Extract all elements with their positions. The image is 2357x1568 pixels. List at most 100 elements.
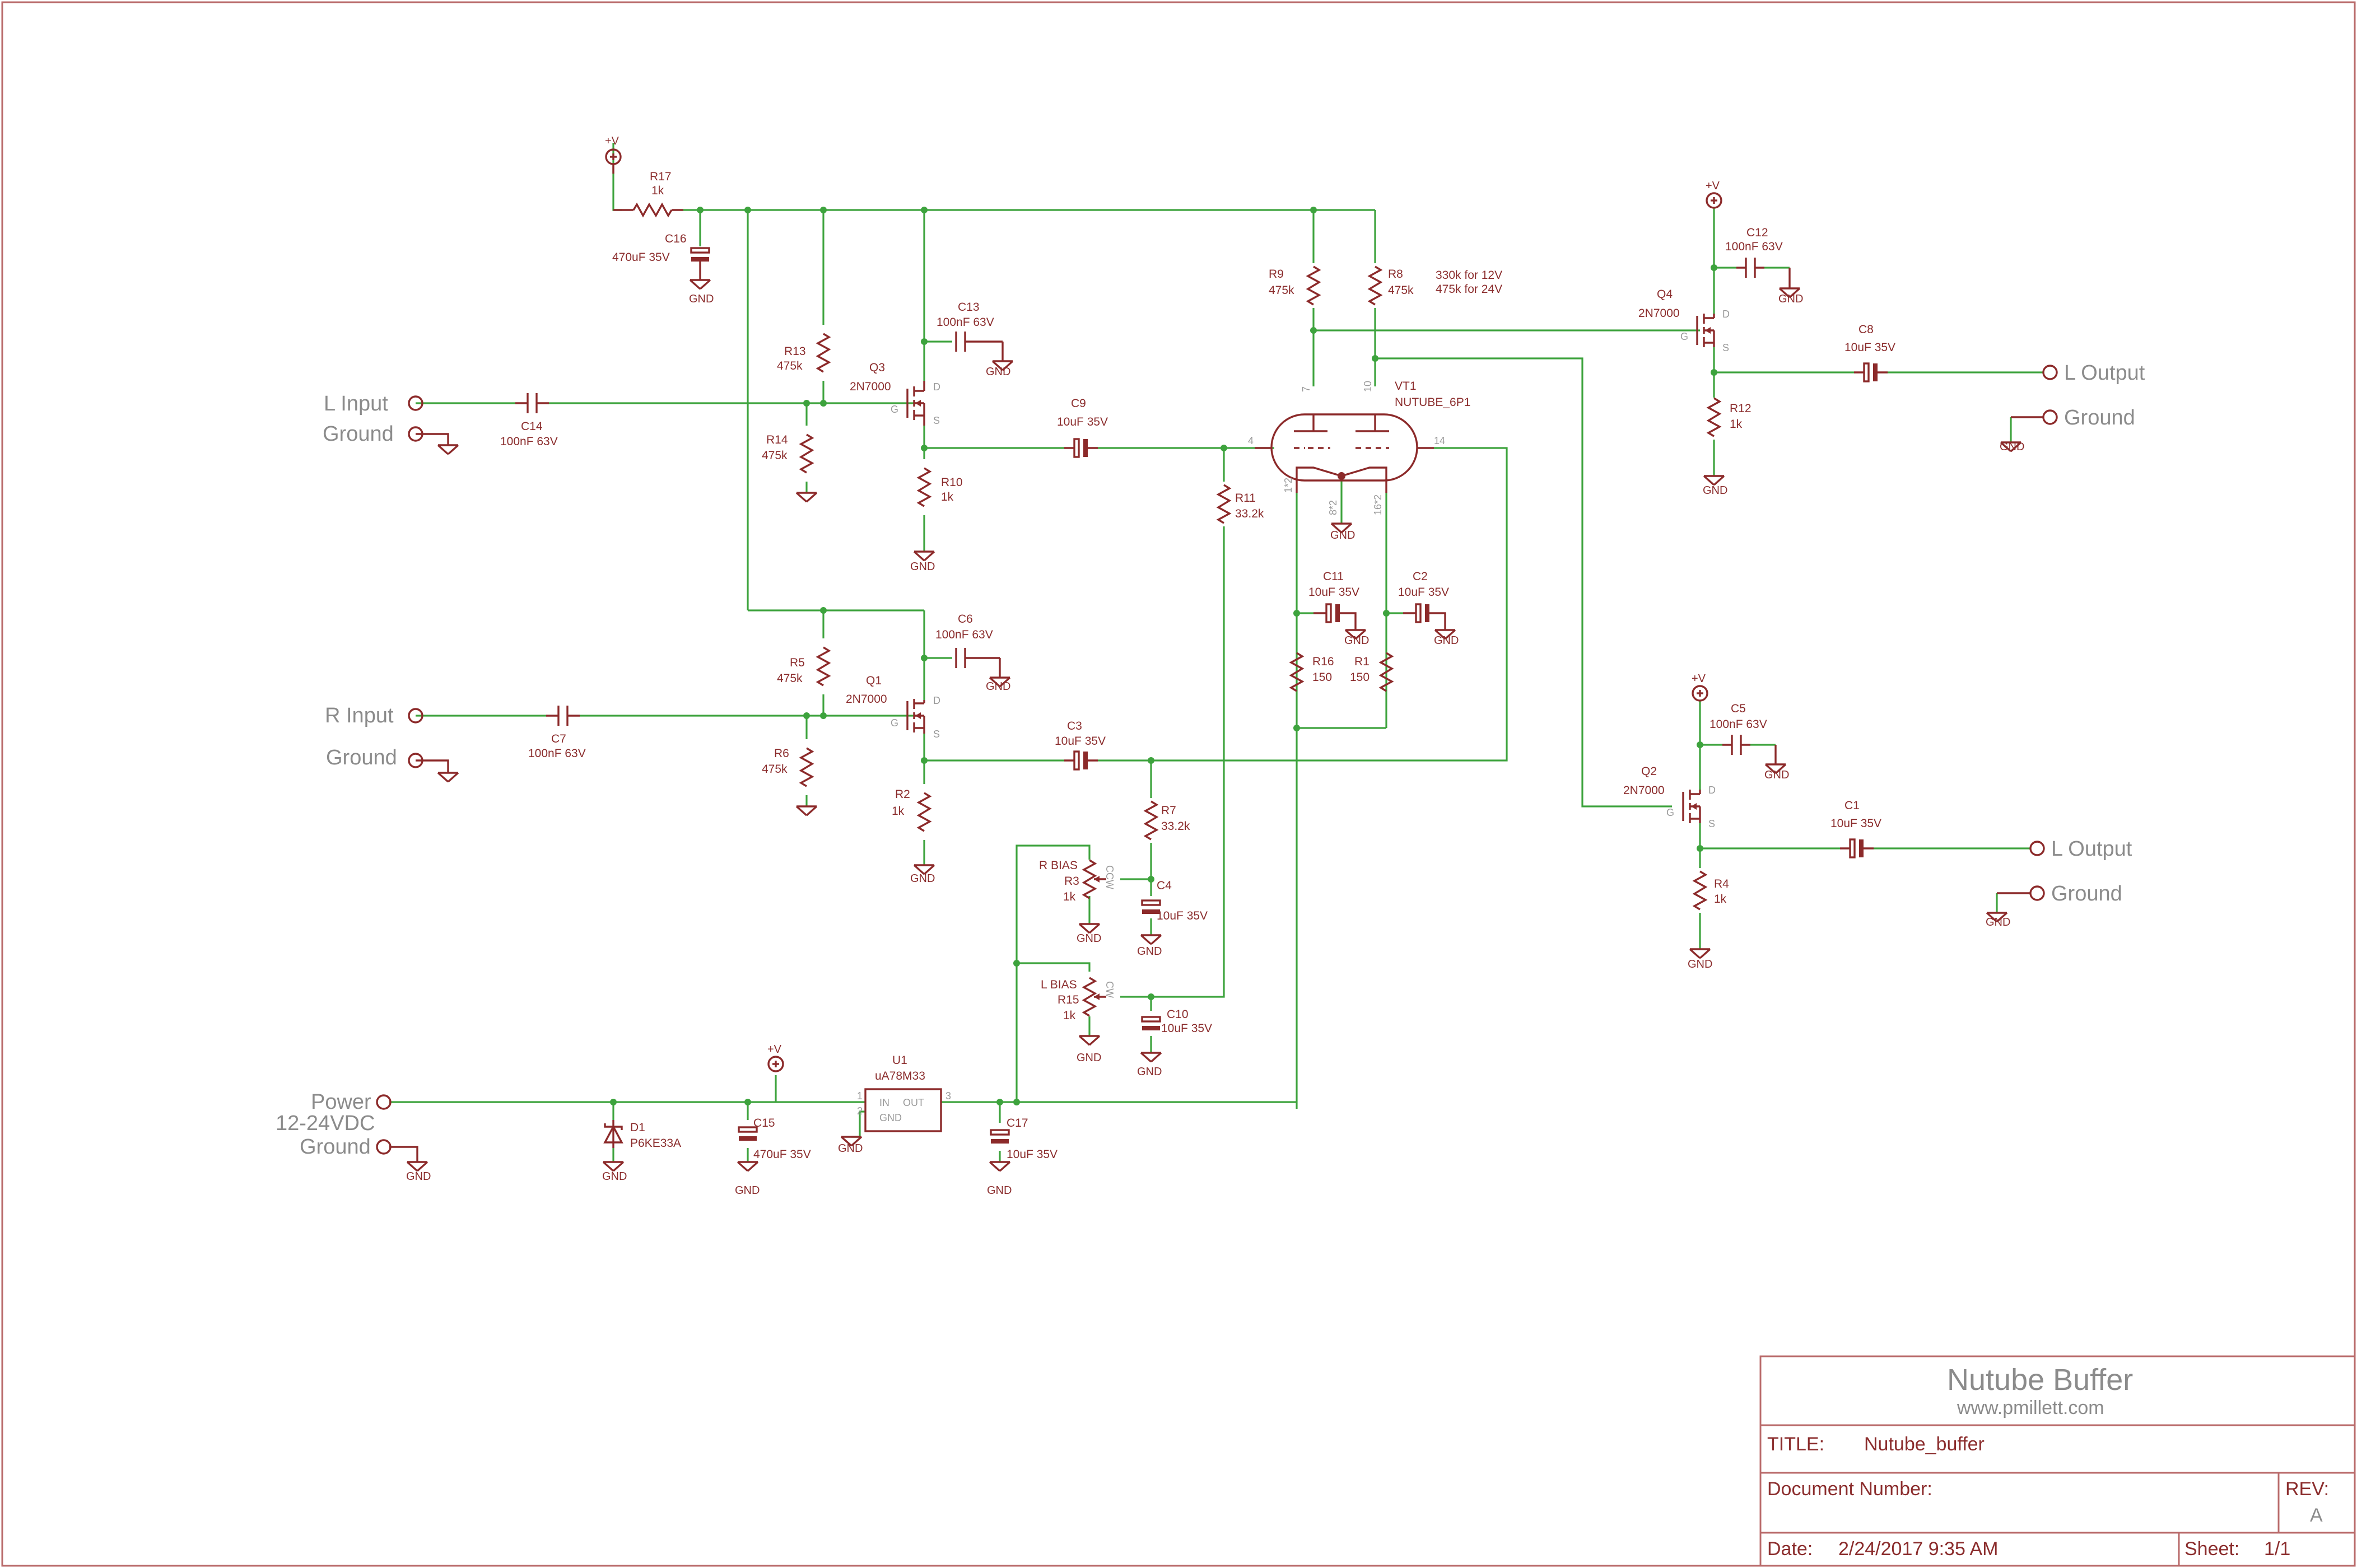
wires xyxy=(389,143,2043,1162)
q1-name: Q1 xyxy=(866,674,882,687)
q4-name: Q4 xyxy=(1657,288,1673,301)
resistor-r9 xyxy=(1307,265,1320,306)
connector-out-top[interactable] xyxy=(2042,365,2058,380)
potentiometer-r15 xyxy=(1083,977,1107,1017)
label-power-range: 12-24VDC xyxy=(276,1112,375,1135)
r15-name: R15 xyxy=(1058,993,1079,1006)
c6-value: 100nF 63V xyxy=(935,628,993,641)
date-value: 2/24/2017 9:35 AM xyxy=(1838,1538,1998,1560)
svg-text:GND: GND xyxy=(406,1170,431,1183)
potentiometer-r3 xyxy=(1083,859,1107,899)
svg-text:GND: GND xyxy=(986,366,1010,378)
supply-label: +V xyxy=(767,1043,782,1056)
capacitor-c1 xyxy=(1849,838,1865,858)
svg-text:GND: GND xyxy=(735,1184,760,1197)
svg-text:GND: GND xyxy=(1330,529,1355,542)
resistor-r11 xyxy=(1217,484,1231,524)
title-label: TITLE: xyxy=(1767,1434,1824,1455)
svg-text:G: G xyxy=(891,404,898,415)
c10-value: 10uF 35V xyxy=(1161,1022,1212,1035)
q4-value: 2N7000 xyxy=(1638,307,1680,320)
gnd-labels: GND GND GND GND GND GND GND GND GND GND … xyxy=(406,293,2024,1197)
capacitor-c6 xyxy=(955,647,966,669)
capacitor-c9 xyxy=(1073,438,1089,458)
svg-text:S: S xyxy=(933,415,940,426)
svg-text:GND: GND xyxy=(1077,932,1101,945)
svg-text:GND: GND xyxy=(1077,1052,1101,1064)
r15-value: 1k xyxy=(1063,1009,1076,1022)
c9-name: C9 xyxy=(1071,397,1086,410)
q3-value: 2N7000 xyxy=(850,380,891,393)
resistor-r8 xyxy=(1368,265,1382,306)
tube-pin-1: 1*2 xyxy=(1283,478,1294,493)
r1-name: R1 xyxy=(1354,655,1370,668)
connector-out-top-ground[interactable] xyxy=(2042,409,2058,425)
svg-text:D: D xyxy=(933,695,940,706)
c11-value: 10uF 35V xyxy=(1308,586,1359,599)
svg-text:GND: GND xyxy=(1986,916,2010,928)
r6-name: R6 xyxy=(774,747,789,760)
connector-out-bottom[interactable] xyxy=(2029,841,2045,856)
diode-d1 xyxy=(603,1120,623,1148)
tube-pin-14: 14 xyxy=(1434,435,1445,446)
svg-text:S: S xyxy=(1708,818,1715,829)
u1-value: uA78M33 xyxy=(875,1070,925,1082)
sheet-value: 1/1 xyxy=(2264,1538,2290,1560)
d1-name: D1 xyxy=(630,1121,645,1134)
r8-name: R8 xyxy=(1388,268,1403,281)
c12-value: 100nF 63V xyxy=(1725,240,1783,253)
connector-power[interactable] xyxy=(376,1094,392,1110)
d1-value: P6KE33A xyxy=(630,1137,681,1150)
label-out-top: L Output xyxy=(2064,361,2145,385)
title-value: Nutube_buffer xyxy=(1864,1434,1985,1455)
resistor-r10 xyxy=(917,467,931,507)
r15-pin-label: CW xyxy=(1104,981,1115,998)
capacitor-c7 xyxy=(557,704,569,727)
r14-name: R14 xyxy=(766,433,788,446)
u1-name: U1 xyxy=(892,1054,907,1067)
c16-value: 470uF 35V xyxy=(612,251,670,264)
r10-name: R10 xyxy=(941,476,963,489)
supply-symbol xyxy=(1692,685,1708,702)
resistor-r2 xyxy=(917,792,931,832)
r1-value: 150 xyxy=(1350,671,1370,684)
svg-text:G: G xyxy=(891,717,898,729)
capacitor-c14 xyxy=(527,392,538,414)
rev-label: REV: xyxy=(2285,1478,2329,1500)
r10-value: 1k xyxy=(941,491,954,503)
svg-text:GND: GND xyxy=(910,561,935,573)
r6-value: 475k xyxy=(762,763,788,776)
ground-symbols xyxy=(406,279,2022,1172)
u1-pin-gnd: GND xyxy=(879,1112,902,1123)
c4-value: 10uF 35V xyxy=(1157,909,1208,922)
vt1-name: VT1 xyxy=(1395,380,1417,393)
svg-text:GND: GND xyxy=(2000,441,2024,453)
r8-note-line2: 475k for 24V xyxy=(1436,283,1502,296)
q1-value: 2N7000 xyxy=(846,693,887,706)
tube-pin-7: 7 xyxy=(1301,386,1312,392)
capacitor-c5 xyxy=(1731,734,1742,756)
label-power-ground: Ground xyxy=(300,1135,371,1159)
label-r-input-ground: Ground xyxy=(326,746,397,769)
svg-text:S: S xyxy=(933,729,940,740)
svg-text:GND: GND xyxy=(602,1170,627,1183)
connector-power-ground[interactable] xyxy=(376,1139,392,1155)
r5-name: R5 xyxy=(790,656,805,669)
r9-name: R9 xyxy=(1269,268,1284,281)
capacitor-c11 xyxy=(1325,603,1341,623)
r17-name: R17 xyxy=(650,170,672,183)
c3-name: C3 xyxy=(1067,720,1082,732)
c16-name: C16 xyxy=(665,232,687,245)
label-r-input: R Input xyxy=(325,704,394,727)
project-title: Nutube Buffer xyxy=(1947,1363,2133,1397)
c17-name: C17 xyxy=(1007,1117,1028,1130)
resistor-r17 xyxy=(632,203,673,217)
r4-value: 1k xyxy=(1714,893,1727,906)
r3-name: R3 xyxy=(1064,875,1079,888)
connector-out-bottom-ground[interactable] xyxy=(2029,885,2045,901)
rev-value: A xyxy=(2310,1505,2323,1526)
c8-value: 10uF 35V xyxy=(1844,341,1895,354)
label-l-input: L Input xyxy=(324,392,388,416)
r4-name: R4 xyxy=(1714,878,1729,890)
r11-name: R11 xyxy=(1235,492,1256,505)
